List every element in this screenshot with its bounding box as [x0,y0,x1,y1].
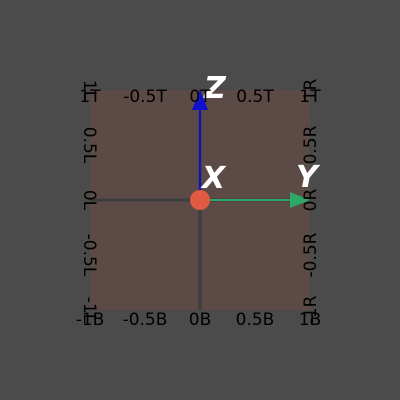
tick-bottom-5: 1B [299,310,321,330]
y-axis-arrowhead[interactable] [290,192,310,208]
tick-right-1: 1R [301,79,321,102]
tick-bottom-4: 0.5B [236,310,275,330]
tick-left-4: -0.5L [79,234,99,277]
tick-top-1: 1T [79,87,101,107]
tick-left-3: 0L [79,190,99,211]
tick-top-3: 0T [189,87,211,107]
tick-top-4: 0.5T [236,87,274,107]
y-axis-label: Y [296,160,321,195]
tick-top-2: -0.5T [123,87,167,107]
tick-bottom-1: -1B [76,310,105,330]
tick-bottom-2: -0.5B [123,310,168,330]
tick-right-4: -0.5R [301,232,321,277]
z-axis-label: Z [203,71,227,106]
tick-right-3: 0R [301,189,321,212]
tick-bottom-3: 0B [189,310,211,330]
tick-right-5: -1R [301,295,321,324]
tick-left-1: 1L [79,80,99,101]
x-axis-label: X [200,161,227,196]
tick-top-5: 1T [299,87,321,107]
tick-left-5: -1L [79,297,99,324]
x-axis-origin-sphere[interactable] [190,190,210,210]
z-axis-arrowhead[interactable] [192,90,208,110]
tick-left-2: 0.5L [79,127,99,164]
tick-right-2: 0.5R [301,125,321,164]
